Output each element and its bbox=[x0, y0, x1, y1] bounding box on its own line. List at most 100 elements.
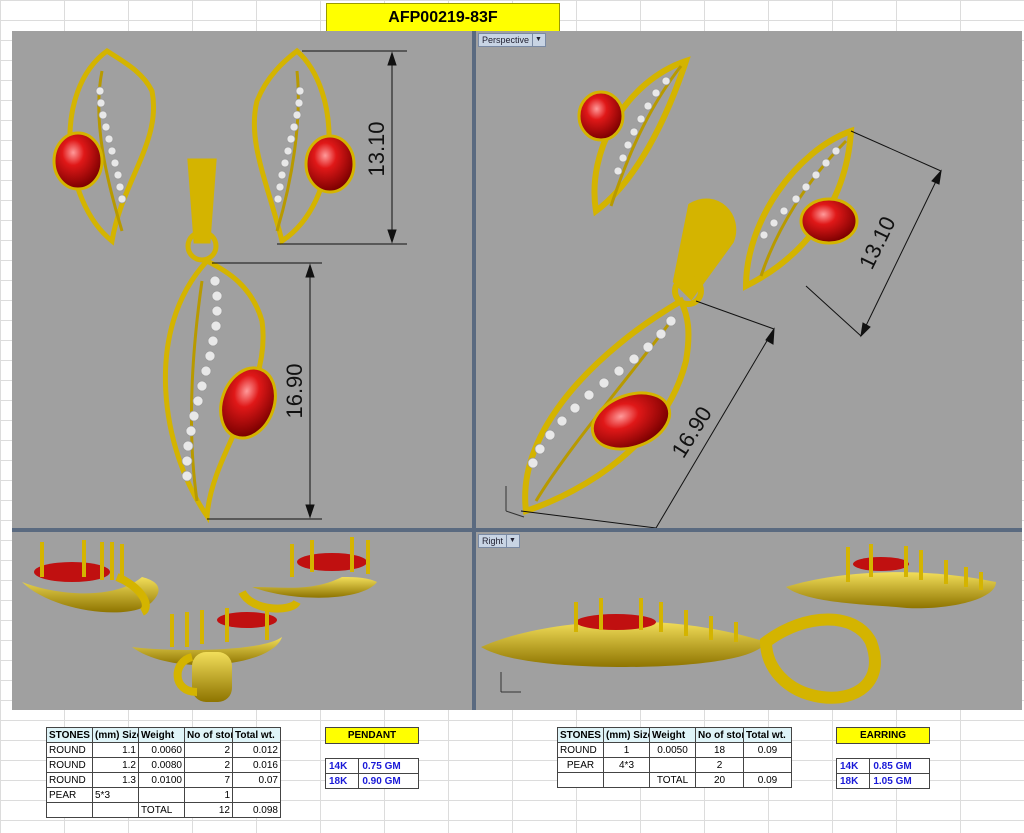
table-cell: 12 bbox=[184, 802, 233, 818]
table-row: ROUND 1.3 0.0100 7 0.07 bbox=[46, 772, 281, 788]
pendant-perspective bbox=[522, 198, 737, 516]
table-header: STONES bbox=[557, 727, 604, 743]
table-header: No of stones bbox=[184, 727, 233, 743]
perspective-viewport[interactable]: 13.10 16.90 Perspective▼ bbox=[476, 31, 1022, 528]
table-cell: 0.0050 bbox=[649, 742, 696, 758]
table-cell bbox=[743, 757, 792, 773]
table-cell: 0.09 bbox=[743, 772, 792, 788]
table-cell: 1.1 bbox=[92, 742, 139, 758]
table-cell: 14K bbox=[835, 758, 871, 774]
chevron-down-icon[interactable]: ▼ bbox=[506, 535, 516, 547]
table-header: (mm) Sizes bbox=[603, 727, 650, 743]
dimension-pendant bbox=[207, 262, 322, 520]
table-header: No of stones bbox=[695, 727, 744, 743]
table-cell: ROUND bbox=[557, 742, 604, 758]
table-cell: PEAR bbox=[557, 757, 604, 773]
table-total-row: TOTAL 12 0.098 bbox=[46, 802, 281, 818]
table-cell bbox=[46, 802, 93, 818]
right-viewport[interactable]: Right▼ bbox=[476, 532, 1022, 710]
pendant-perspective-ruby bbox=[590, 391, 672, 451]
table-cell: 0.07 bbox=[232, 772, 281, 788]
table-cell: 1.2 bbox=[92, 757, 139, 773]
table-row: ROUND 1 0.0050 18 0.09 bbox=[557, 742, 792, 758]
table-row: PEAR 4*3 2 bbox=[557, 757, 792, 773]
table-cell: 0.0100 bbox=[138, 772, 185, 788]
table-cell: 2 bbox=[184, 742, 233, 758]
table-cell: 18 bbox=[695, 742, 744, 758]
table-total-row: TOTAL 20 0.09 bbox=[557, 772, 792, 788]
table-cell: 0.75 GM bbox=[358, 758, 419, 774]
table-cell: 20 bbox=[695, 772, 744, 788]
table-cell: 18K bbox=[324, 773, 360, 789]
dimension-earring bbox=[277, 50, 407, 245]
table-header: Weight bbox=[138, 727, 185, 743]
table-header: Weight bbox=[649, 727, 696, 743]
viewport-label-perspective[interactable]: Perspective▼ bbox=[478, 33, 546, 47]
table-cell: 1.3 bbox=[92, 772, 139, 788]
design-code-banner: AFP00219-83F bbox=[326, 3, 560, 32]
table-cell: 0.85 GM bbox=[869, 758, 930, 774]
table-cell: ROUND bbox=[46, 772, 93, 788]
earring-right-ruby bbox=[304, 134, 356, 194]
earring-right-diamonds bbox=[273, 86, 305, 204]
axis-gizmo-perspective bbox=[505, 486, 525, 518]
table-cell: 14K bbox=[324, 758, 360, 774]
dimension-pendant-perspective-label: 16.90 bbox=[666, 402, 716, 462]
viewport-divider-vertical[interactable] bbox=[472, 31, 476, 710]
table-cell: 0.0080 bbox=[138, 757, 185, 773]
table-header: Total wt. bbox=[743, 727, 792, 743]
front-viewport[interactable] bbox=[12, 532, 472, 710]
axis-gizmo-right bbox=[500, 672, 521, 693]
viewport-divider-horizontal[interactable] bbox=[12, 528, 1022, 532]
table-cell: 0.90 GM bbox=[358, 773, 419, 789]
table-row: PEAR 5*3 1 bbox=[46, 787, 281, 803]
viewport-label-right[interactable]: Right▼ bbox=[478, 534, 520, 548]
table-cell bbox=[649, 757, 696, 773]
earring-front-perspective bbox=[742, 126, 855, 291]
table-header: Total wt. bbox=[232, 727, 281, 743]
pendant-ruby bbox=[219, 366, 277, 440]
table-row: ROUND 1.2 0.0080 2 0.016 bbox=[46, 757, 281, 773]
earring-right-view bbox=[786, 544, 996, 609]
pendant-top bbox=[162, 158, 266, 524]
table-cell: 2 bbox=[184, 757, 233, 773]
pendant-perspective-diamonds bbox=[527, 315, 677, 469]
chevron-down-icon[interactable]: ▼ bbox=[532, 34, 542, 46]
pendant-diamonds bbox=[181, 275, 223, 482]
pendant-right-view bbox=[481, 598, 881, 704]
table-cell bbox=[92, 802, 139, 818]
table-cell: 18K bbox=[835, 773, 871, 789]
table-header: (mm) Size bbox=[92, 727, 139, 743]
table-cell: 0.012 bbox=[232, 742, 281, 758]
table-cell: 4*3 bbox=[603, 757, 650, 773]
table-cell: ROUND bbox=[46, 742, 93, 758]
top-viewport[interactable]: 13.10 16.90 bbox=[12, 31, 472, 528]
earring-label: EARRING bbox=[836, 727, 930, 744]
table-header-row: STONES (mm) Sizes Weight No of stones To… bbox=[557, 727, 792, 743]
table-cell: 2 bbox=[695, 757, 744, 773]
dimension-earring-label: 13.10 bbox=[364, 121, 389, 176]
earring-left-front bbox=[22, 540, 159, 616]
table-cell bbox=[232, 787, 281, 803]
table-cell bbox=[138, 787, 185, 803]
table-header: STONES bbox=[46, 727, 93, 743]
table-cell: TOTAL bbox=[138, 802, 185, 818]
table-cell: 0.098 bbox=[232, 802, 281, 818]
pendant-stones-table: STONES (mm) Size Weight No of stones Tot… bbox=[46, 727, 281, 818]
table-cell: 0.0060 bbox=[138, 742, 185, 758]
table-cell bbox=[603, 772, 650, 788]
earring-back-diamonds bbox=[613, 76, 671, 176]
table-cell: 1.05 GM bbox=[869, 773, 930, 789]
table-cell: ROUND bbox=[46, 757, 93, 773]
earring-back-ruby bbox=[577, 90, 625, 142]
dimension-pendant-label: 16.90 bbox=[282, 363, 307, 418]
pendant-label: PENDANT bbox=[325, 727, 419, 744]
table-cell: 0.09 bbox=[743, 742, 792, 758]
earring-front-ruby bbox=[799, 197, 859, 245]
